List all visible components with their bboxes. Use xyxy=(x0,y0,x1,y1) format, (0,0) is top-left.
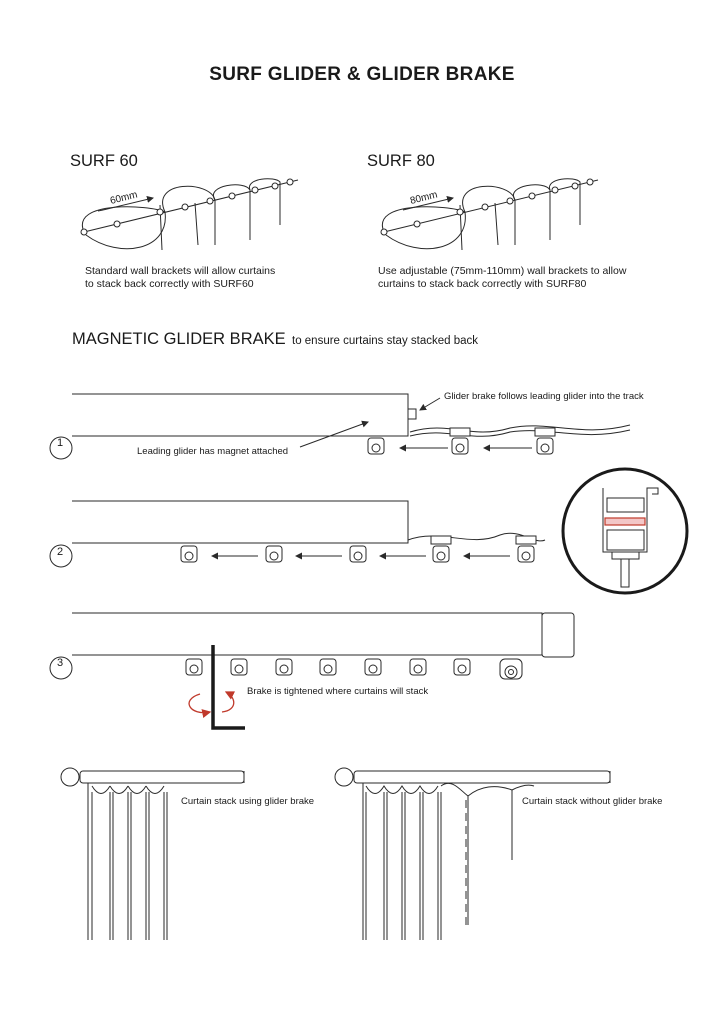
stack-with-brake-label: Curtain stack using glider brake xyxy=(181,796,315,807)
step3-end-glider xyxy=(499,658,523,680)
brake-heading: MAGNETIC GLIDER BRAKE xyxy=(72,330,286,348)
step2-number-badge xyxy=(49,544,73,568)
step2-glider xyxy=(265,545,283,563)
surf60-heading: SURF 60 xyxy=(70,152,138,170)
step3-glider xyxy=(319,658,337,676)
step3-number: 3 xyxy=(57,657,63,669)
step2-glider xyxy=(349,545,367,563)
step2-glider xyxy=(430,535,452,563)
step1-label-leading-glider: Leading glider has magnet attached xyxy=(137,446,289,457)
surf60-diagram xyxy=(80,178,299,251)
surf80-description: Use adjustable (75mm-110mm) wall bracket… xyxy=(378,265,627,290)
track-cross-section-detail xyxy=(561,467,689,595)
step2-diagram xyxy=(72,500,546,563)
step2-glider xyxy=(180,545,198,563)
step3-glider xyxy=(230,658,248,676)
step3-glider xyxy=(364,658,382,676)
step1-glider xyxy=(534,427,556,455)
surf60-dimension: 60mm xyxy=(109,190,139,207)
step3-glider xyxy=(409,658,427,676)
curtain-stack-without-brake xyxy=(334,767,611,940)
step2-number: 2 xyxy=(57,546,63,558)
page-title: SURF GLIDER & GLIDER BRAKE xyxy=(209,64,515,85)
step1-number: 1 xyxy=(57,437,63,449)
step2-glider xyxy=(515,535,537,563)
step3-label-brake-tightened: Brake is tightened where curtains will s… xyxy=(247,686,429,697)
surf60-description: Standard wall brackets will allow curtai… xyxy=(85,265,276,290)
surf80-diagram xyxy=(380,178,599,251)
stack-without-brake-label: Curtain stack without glider brake xyxy=(522,796,663,807)
step1-label-brake-follows: Glider brake follows leading glider into… xyxy=(444,391,644,402)
step1-diagram xyxy=(72,393,631,455)
step1-number-badge xyxy=(49,436,73,460)
surf80-dimension: 80mm xyxy=(409,190,439,207)
step3-glider xyxy=(453,658,471,676)
step3-glider xyxy=(275,658,293,676)
step3-number-badge xyxy=(49,656,73,680)
step3-diagram xyxy=(72,612,575,730)
step3-glider xyxy=(185,658,203,676)
surf80-heading: SURF 80 xyxy=(367,152,435,170)
brake-subheading: to ensure curtains stay stacked back xyxy=(292,335,479,347)
curtain-stack-with-brake xyxy=(60,767,245,940)
step1-glider xyxy=(367,437,385,455)
step1-glider xyxy=(449,427,471,455)
